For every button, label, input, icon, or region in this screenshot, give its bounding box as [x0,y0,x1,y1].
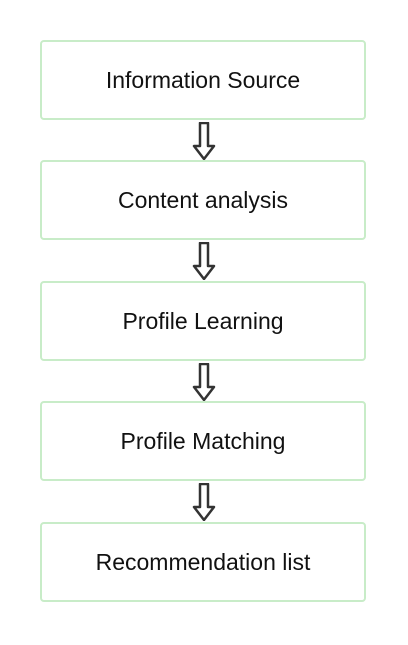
step-label: Profile Learning [122,307,284,334]
step-label: Recommendation list [95,548,311,575]
step-label: Profile Matching [120,427,286,454]
step-label: Information Source [105,66,301,93]
down-arrow-icon [192,122,216,160]
down-arrow-icon [192,363,216,401]
step-box-information-source: Information Source [40,40,366,120]
down-arrow-icon [192,242,216,280]
step-box-content-analysis: Content analysis [40,160,366,240]
step-box-profile-learning: Profile Learning [40,281,366,361]
down-arrow-icon [192,483,216,521]
step-label: Content analysis [117,186,289,213]
step-box-profile-matching: Profile Matching [40,401,366,481]
step-box-recommendation-list: Recommendation list [40,522,366,602]
